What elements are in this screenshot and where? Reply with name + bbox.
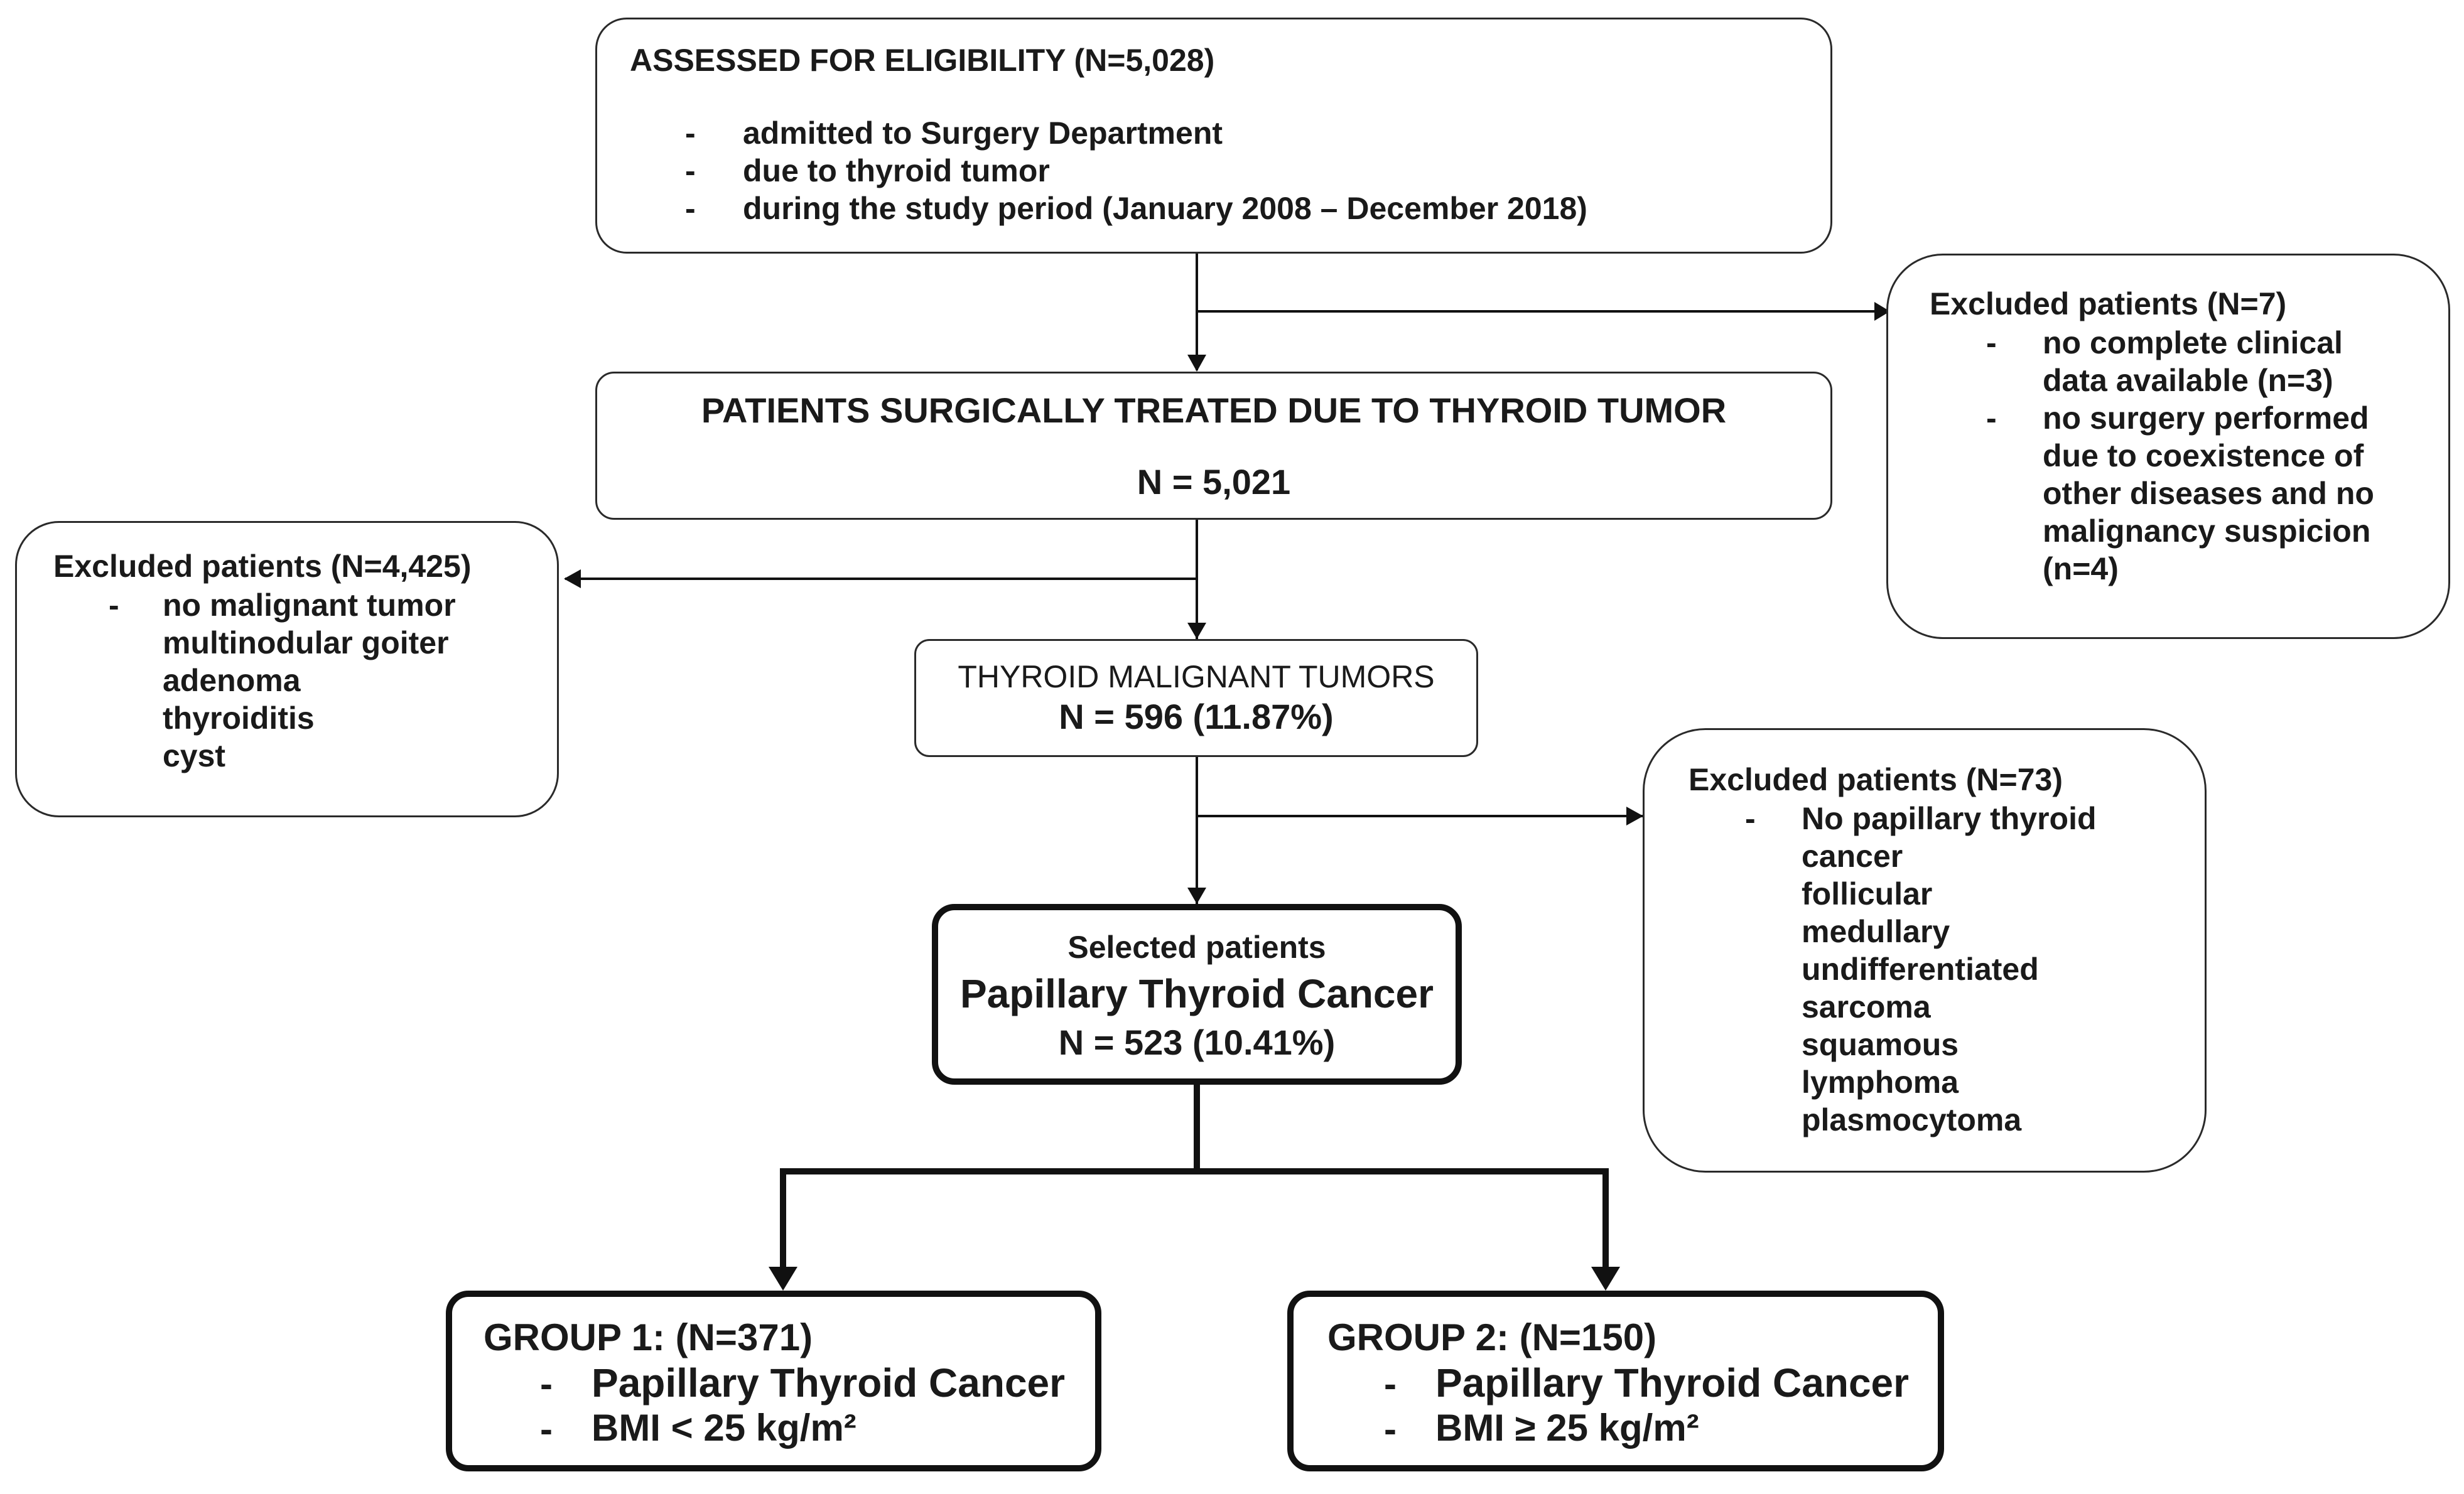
group-2-item-2: BMI ≥ 25 kg/m² <box>1435 1407 1699 1449</box>
excluded-4425-dash: - <box>109 588 119 623</box>
arrow-head-group-2 <box>1591 1267 1620 1291</box>
assessed-item-1: admitted to Surgery Department <box>743 116 1223 151</box>
group-1-dash-1: - <box>540 1363 553 1405</box>
excluded-73-item-5: squamous <box>1802 1027 1959 1062</box>
excluded-7-item-1a: no complete clinical <box>2043 325 2343 360</box>
arrow-head-excluded-7 <box>1874 302 1890 321</box>
treated-title: PATIENTS SURGICALLY TREATED DUE TO THYRO… <box>701 390 1727 430</box>
excluded-73-item-2: medullary <box>1802 914 1950 949</box>
excluded-7-title: Excluded patients (N=7) <box>1930 286 2287 321</box>
excluded-4425-item-2: adenoma <box>163 663 301 698</box>
malignant-count: N = 596 (11.87%) <box>1059 697 1334 736</box>
excluded-73-item-4: sarcoma <box>1802 989 1931 1024</box>
group-1-title: GROUP 1: (N=371) <box>484 1316 813 1358</box>
excluded-7-box: Excluded patients (N=7) - no complete cl… <box>1886 254 2450 639</box>
group-2-dash-1: - <box>1384 1363 1397 1405</box>
excluded-7-dash-1: - <box>1986 325 1997 360</box>
group-2-box: GROUP 2: (N=150) - Papillary Thyroid Can… <box>1287 1291 1944 1471</box>
selected-box: Selected patients Papillary Thyroid Canc… <box>932 904 1462 1085</box>
excluded-73-item-6: lymphoma <box>1802 1065 1959 1100</box>
excluded-73-item-3: undifferentiated <box>1802 952 2039 987</box>
assessed-title: ASSESSED FOR ELIGIBILITY (N=5,028) <box>630 43 1215 78</box>
group-2-title: GROUP 2: (N=150) <box>1327 1316 1657 1358</box>
excluded-4425-item-4: cyst <box>163 738 226 773</box>
excluded-73-lead-b: cancer <box>1802 839 1903 874</box>
assessed-dash-1: - <box>685 116 696 151</box>
selected-line-1: Selected patients <box>1067 930 1326 965</box>
group-1-dash-2: - <box>540 1408 553 1450</box>
excluded-4425-item-3: thyroiditis <box>163 701 315 736</box>
assessed-item-2: due to thyroid tumor <box>743 153 1050 188</box>
excluded-7-item-2e: (n=4) <box>2043 551 2119 586</box>
excluded-7-item-2b: due to coexistence of <box>2043 438 2364 473</box>
assessed-dash-3: - <box>685 191 696 226</box>
treated-count: N = 5,021 <box>1137 462 1291 502</box>
excluded-73-box: Excluded patients (N=73) - No papillary … <box>1643 728 2207 1173</box>
assessed-dash-2: - <box>685 153 696 188</box>
excluded-4425-item-1: multinodular goiter <box>163 625 449 660</box>
group-2-item-1: Papillary Thyroid Cancer <box>1435 1360 1910 1405</box>
group-1-item-2: BMI < 25 kg/m² <box>592 1407 856 1449</box>
group-1-box: GROUP 1: (N=371) - Papillary Thyroid Can… <box>446 1291 1101 1471</box>
excluded-73-lead-a: No papillary thyroid <box>1802 801 2097 836</box>
excluded-4425-title: Excluded patients (N=4,425) <box>53 549 472 584</box>
selected-line-2: Papillary Thyroid Cancer <box>959 971 1434 1016</box>
excluded-7-dash-2: - <box>1986 400 1997 436</box>
malignant-title: THYROID MALIGNANT TUMORS <box>958 659 1435 694</box>
excluded-73-item-1: follicular <box>1802 876 1933 911</box>
treated-box: PATIENTS SURGICALLY TREATED DUE TO THYRO… <box>595 372 1832 520</box>
excluded-7-item-1b: data available (n=3) <box>2043 363 2333 398</box>
excluded-7-item-2d: malignancy suspicion <box>2043 513 2371 549</box>
excluded-73-title: Excluded patients (N=73) <box>1689 762 2063 797</box>
assessed-box: ASSESSED FOR ELIGIBILITY (N=5,028) - adm… <box>595 18 1832 254</box>
selected-count: N = 523 (10.41%) <box>1058 1023 1336 1062</box>
group-1-item-1: Papillary Thyroid Cancer <box>592 1360 1066 1405</box>
malignant-box: THYROID MALIGNANT TUMORS N = 596 (11.87%… <box>914 639 1478 757</box>
excluded-73-dash: - <box>1745 801 1756 836</box>
excluded-4425-lead: no malignant tumor <box>163 588 456 623</box>
excluded-4425-box: Excluded patients (N=4,425) - no maligna… <box>15 521 559 817</box>
excluded-7-item-2c: other diseases and no <box>2043 476 2374 511</box>
group-2-dash-2: - <box>1384 1408 1397 1450</box>
excluded-7-item-2a: no surgery performed <box>2043 400 2369 436</box>
assessed-item-3: during the study period (January 2008 – … <box>743 191 1587 226</box>
arrow-head-group-1 <box>769 1267 797 1291</box>
excluded-73-item-7: plasmocytoma <box>1802 1102 2022 1137</box>
